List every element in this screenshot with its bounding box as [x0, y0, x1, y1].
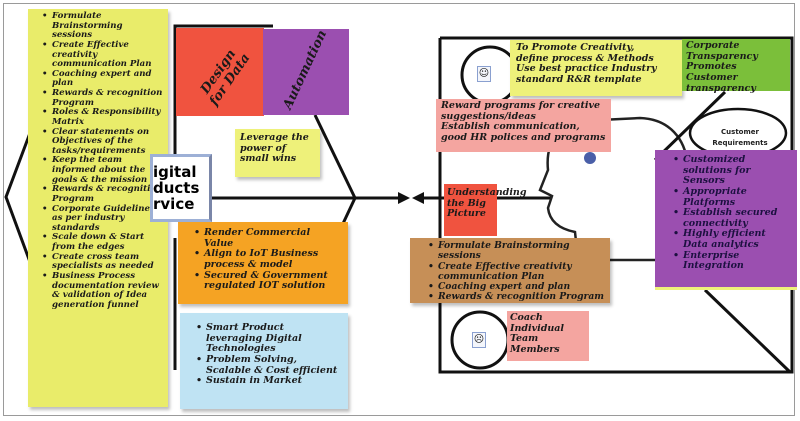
list-item: Scale down & Start from the edges — [42, 232, 164, 252]
eye — [584, 152, 596, 164]
small-wins-text: Leverage the power of small wins — [240, 132, 309, 165]
list-item: Align to IoT Business process & model — [194, 248, 342, 270]
arrow-left — [412, 192, 424, 204]
list-item: Business Process documentation review & … — [42, 271, 164, 311]
top-bracket — [173, 24, 273, 195]
design-for-data-label: Design for Data — [198, 46, 254, 109]
text-line: Understanding — [447, 187, 527, 198]
big-picture-note: Understanding the Big Picture — [444, 184, 527, 236]
list-item: Create Effective creativity communicatio… — [42, 40, 164, 70]
happy-face-icon: ☺ — [477, 66, 491, 82]
customer-requirements-label: Customer Requirements — [690, 127, 790, 148]
list-item: Rewards & recognition Program — [42, 184, 164, 204]
list-item: Establish secured connectivity — [673, 207, 793, 229]
list-item: Enterprise Integration — [673, 250, 793, 272]
text-line: good HR polices and programs — [441, 131, 606, 143]
customer-solutions-list: Customized solutions for Sensors Appropr… — [671, 154, 793, 272]
list-item: Smart Product leveraging Digital Technol… — [196, 322, 342, 355]
digital-products-box: igital ducts rvice — [150, 154, 212, 222]
text-line: Reward programs for creative — [441, 100, 601, 111]
text-line: Team Members — [510, 333, 560, 355]
text-line: Individual — [510, 322, 565, 334]
list-item: Formulate Brainstorming sessions — [42, 11, 164, 41]
list-item: Corporate Guidelines as per industry sta… — [42, 204, 164, 234]
center-line: rvice — [153, 194, 195, 213]
left-practices-list: Formulate Brainstorming sessions Create … — [40, 11, 164, 311]
list-item: Roles & Responsibility Matrix — [42, 107, 164, 127]
list-item: Sustain in Market — [196, 375, 342, 387]
list-item: Create cross team specialists as needed — [42, 252, 164, 272]
list-item: Rewards & recognition Program — [42, 88, 164, 108]
iot-value-note: Render Commercial Value Align to IoT Bus… — [178, 222, 348, 304]
center-line: igital — [153, 163, 197, 181]
text-line: Establish communication, — [441, 121, 580, 133]
diag-bottom-right — [703, 288, 792, 374]
text-line: standard R&R template — [516, 73, 642, 85]
bone-upper — [313, 114, 357, 199]
list-item: Problem Solving, Scalable & Cost efficie… — [196, 354, 342, 376]
reward-programs-note: Reward programs for creative suggestions… — [436, 99, 611, 152]
list-item: Rewards & recognition Program — [428, 292, 606, 303]
automation-label: Automation — [280, 28, 331, 112]
list-item: Keep the team informed about the goals &… — [42, 156, 164, 185]
text-line: Requirements — [712, 138, 768, 147]
text-line: To Promote Creativity, — [516, 42, 635, 53]
corporate-transparency-note: Corporate Transparency Promotes Customer… — [682, 39, 790, 93]
list-item: Formulate Brainstorming sessions — [428, 240, 606, 262]
list-item: Clear statements on Objectives of the ta… — [42, 127, 164, 157]
text-line: Promotes Customer — [686, 61, 738, 83]
text-line: the Big — [447, 197, 486, 209]
list-item: Create Effective creativity communicatio… — [428, 261, 606, 283]
text-line: Picture — [447, 208, 486, 220]
list-item: Render Commercial Value — [194, 227, 342, 249]
center-line: ducts — [153, 178, 200, 197]
text-line: Coach — [510, 312, 543, 323]
left-practices-note: Formulate Brainstorming sessions Create … — [28, 9, 168, 407]
coach-note: Coach Individual Team Members — [507, 311, 589, 361]
left-chevron — [4, 132, 32, 263]
text-line: suggestions/ideas — [441, 110, 536, 122]
text-line: Customer — [721, 128, 759, 136]
promote-creativity-note: To Promote Creativity, define process & … — [510, 40, 682, 96]
small-wins-note: Leverage the power of small wins — [235, 129, 320, 177]
diag-top-right — [653, 90, 727, 162]
automation-note: Automation — [263, 28, 349, 115]
list-item: Customized solutions for Sensors — [673, 154, 793, 187]
text-line: Corporate — [686, 40, 740, 51]
smart-product-list: Smart Product leveraging Digital Technol… — [194, 322, 342, 387]
list-item: Coaching expert and plan — [42, 69, 164, 89]
list-item: Appropriate Platforms — [673, 186, 793, 208]
list-item: Coaching expert and plan — [428, 281, 606, 292]
sad-face-icon: ☹ — [472, 332, 486, 348]
smart-product-note: Smart Product leveraging Digital Technol… — [180, 313, 348, 409]
design-for-data-note: Design for Data — [176, 28, 264, 116]
list-item: Highly efficient Data analytics — [673, 228, 793, 250]
arrow-right — [398, 192, 410, 204]
text-line: Use best practice Industry — [516, 63, 657, 75]
iot-value-list: Render Commercial Value Align to IoT Bus… — [192, 227, 342, 292]
brainstorming-list: Formulate Brainstorming sessions Create … — [426, 240, 606, 303]
text-line: define process & Methods — [516, 52, 654, 64]
list-item: Secured & Government regulated IOT solut… — [194, 270, 342, 292]
customer-solutions-note: Customized solutions for Sensors Appropr… — [655, 150, 797, 287]
text-line: Transparency — [686, 50, 758, 62]
text-line: transparency — [686, 82, 756, 94]
brainstorming-note: Formulate Brainstorming sessions Create … — [410, 238, 610, 303]
